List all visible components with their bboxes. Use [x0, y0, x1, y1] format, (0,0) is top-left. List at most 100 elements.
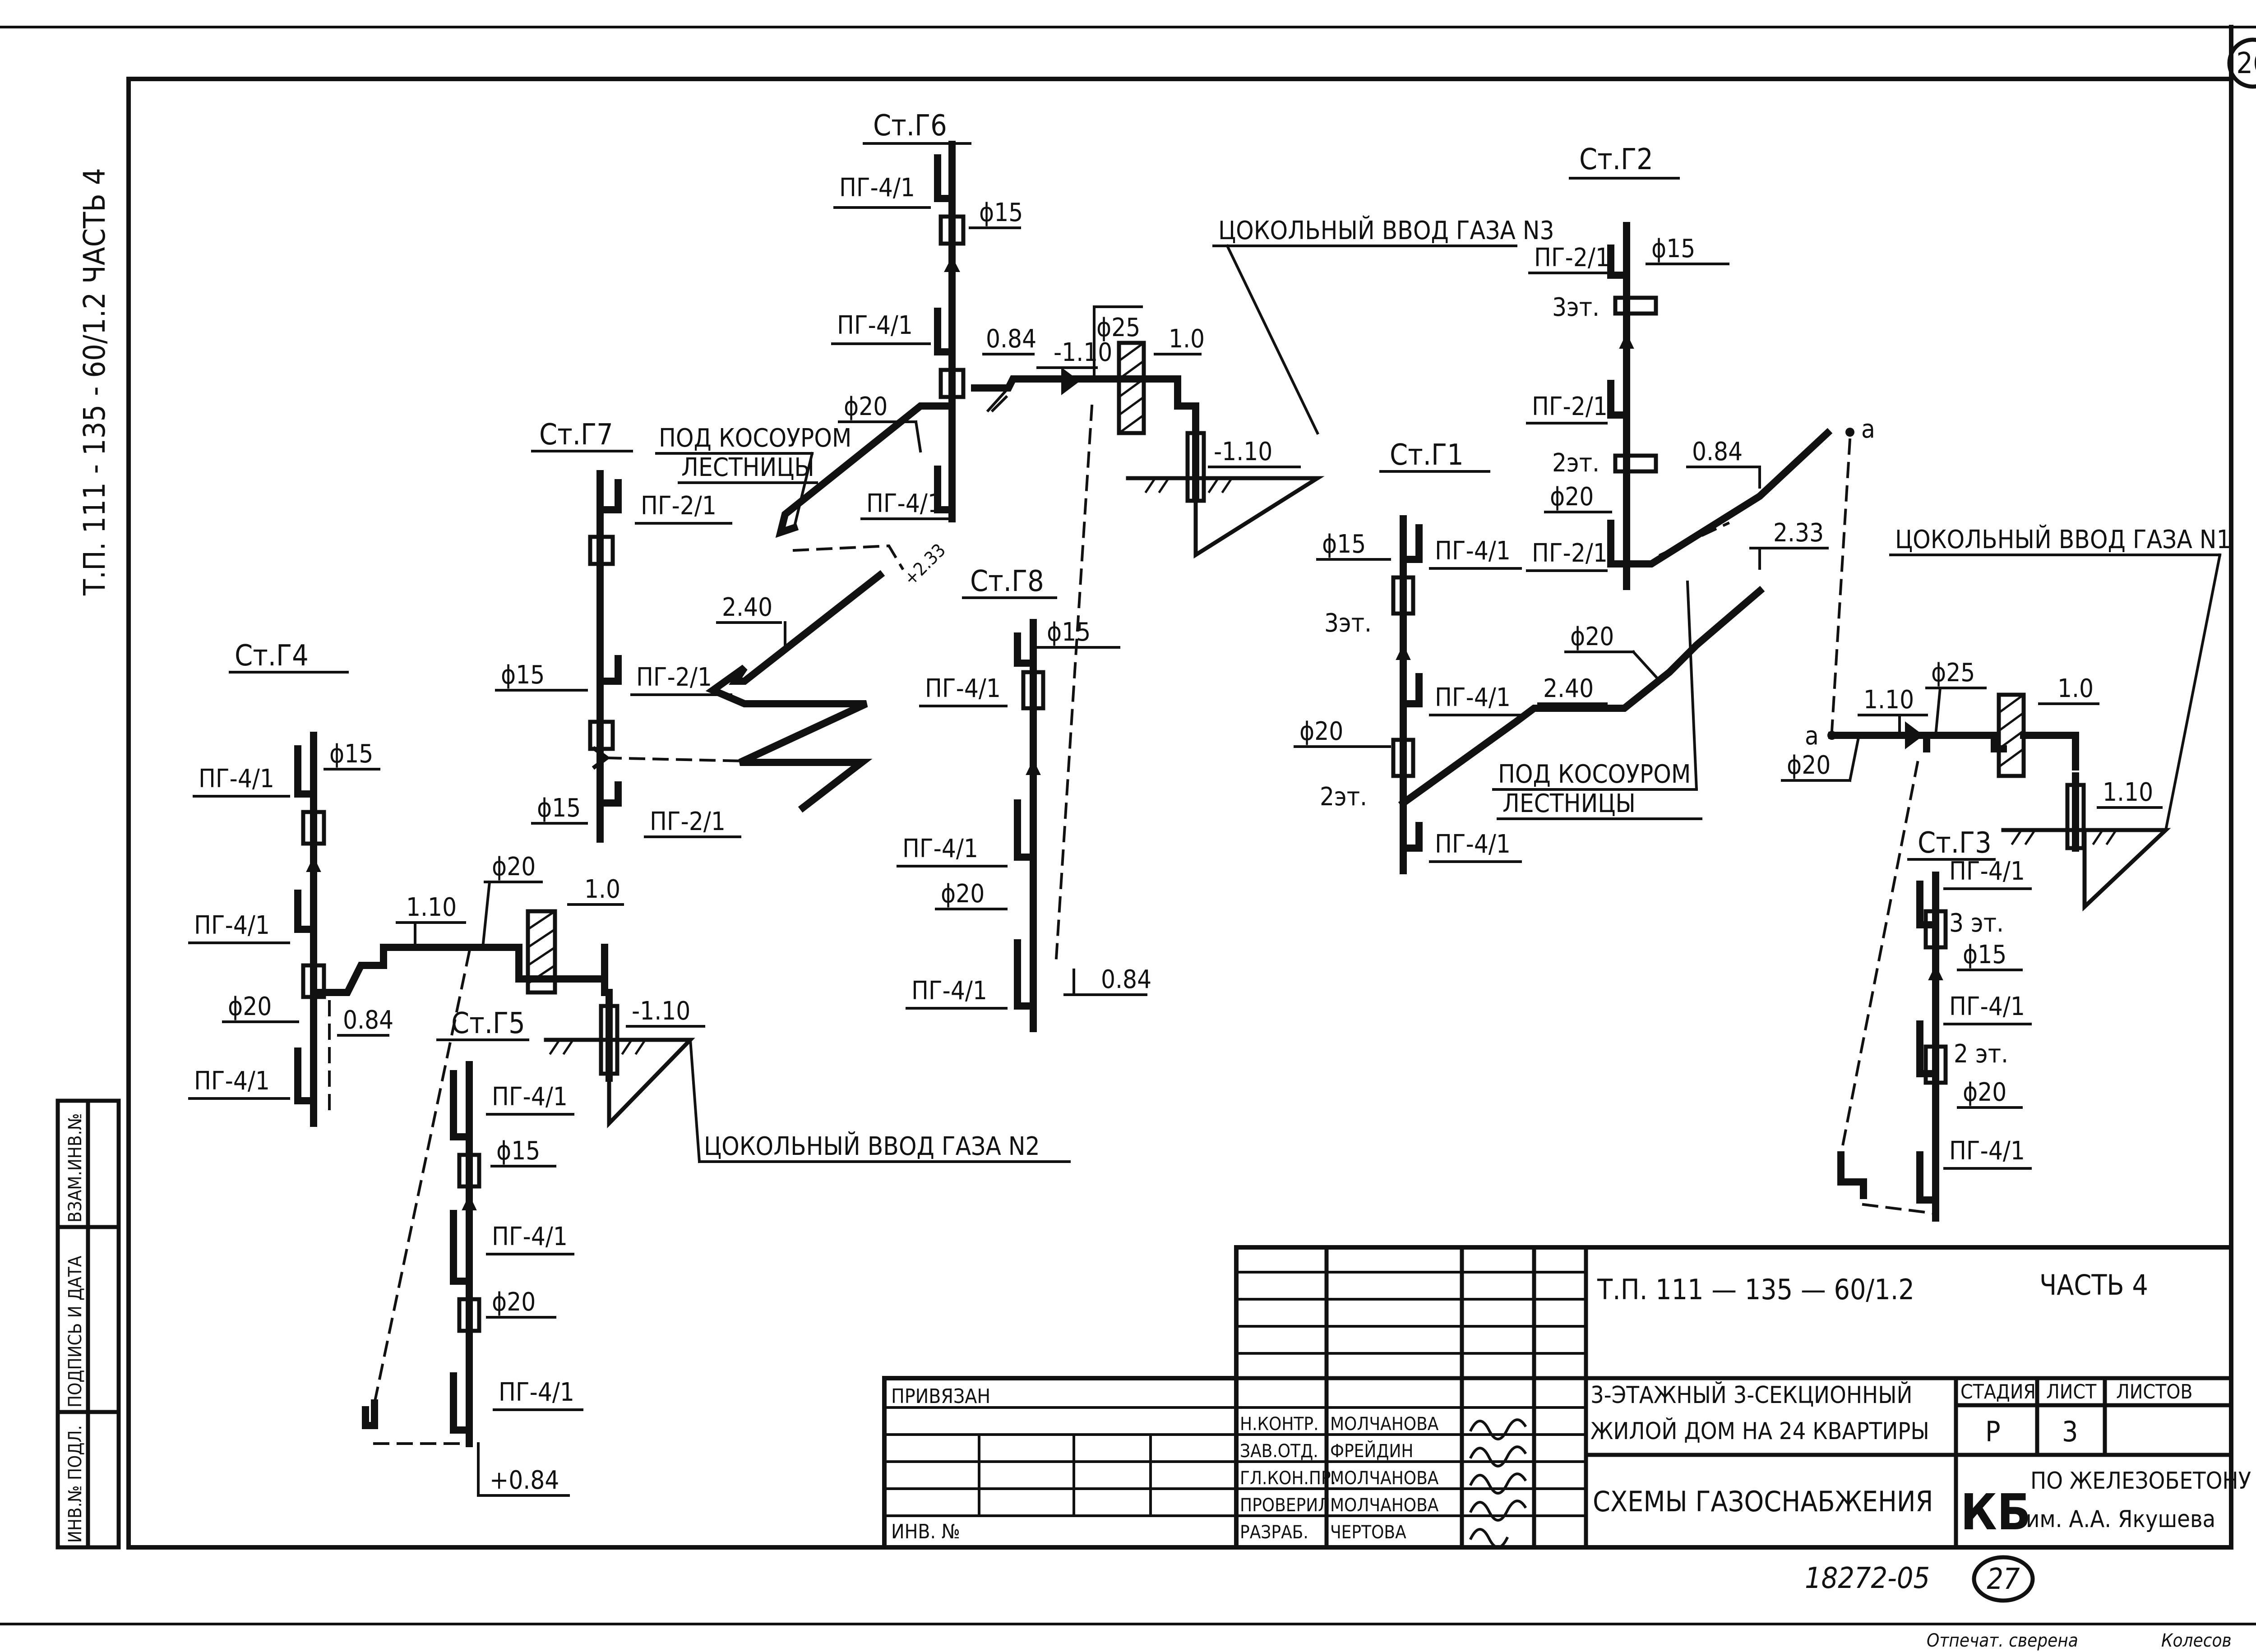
label-pg21: ПГ-2/1 [1532, 539, 1608, 568]
stamp-signature-date: ПОДПИСЬ И ДАТА [65, 1255, 86, 1407]
name-glkonpr: МОЛЧАНОВА [1330, 1468, 1439, 1489]
riser-g3: Ст.Г3 ПГ-4/1 3 эт. ϕ15 ПГ-4/1 2 эт. ϕ20 … [1837, 826, 2032, 1222]
label-floor3: 3эт. [1324, 609, 1372, 638]
riser-label-g5: Ст.Г5 [451, 1007, 525, 1040]
label-level-m110: -1.10 [1054, 338, 1112, 367]
riser-g1: Ст.Г1 ϕ15 ПГ-4/1 3эт. ПГ-4/1 ϕ20 2эт. ПГ… [1294, 438, 1765, 874]
sheet-value: 3 [2062, 1415, 2078, 1448]
label-d20: ϕ20 [1570, 622, 1614, 651]
riser-label-g6: Ст.Г6 [873, 109, 947, 143]
label-level-10: 1.0 [1169, 324, 1205, 354]
stage-value: Р [1985, 1415, 2001, 1448]
riser-label-g3: Ст.Г3 [1918, 826, 1992, 860]
label-d15: ϕ15 [1651, 234, 1695, 263]
label-level-084: 0.84 [1692, 437, 1743, 466]
label-pg41: ПГ-4/1 [199, 764, 274, 794]
label-pg21: ПГ-2/1 [650, 807, 726, 836]
riser-label-g7: Ст.Г7 [539, 418, 613, 452]
label-floor3: 3 эт. [1949, 909, 2004, 938]
role-nkontr: Н.КОНТР. [1240, 1414, 1319, 1435]
label-d20: ϕ20 [228, 992, 272, 1021]
signature [1469, 1418, 1527, 1440]
under-stair-note-right: ПОД КОСОУРОМ ЛЕСТНИЦЫ [1492, 580, 1702, 820]
label-d20: ϕ20 [1550, 482, 1594, 512]
signature [1469, 1472, 1527, 1495]
label-pg41: ПГ-4/1 [837, 311, 913, 340]
label-pg21: ПГ-2/1 [1532, 392, 1608, 421]
label-pg41: ПГ-4/1 [194, 1066, 270, 1096]
label-floor2: 2 эт. [1954, 1039, 2008, 1069]
label-d20: ϕ20 [492, 852, 536, 881]
label-point-a: а [1805, 721, 1819, 751]
riser-label-g2: Ст.Г2 [1579, 143, 1653, 176]
note-gas-entry-n2: ЦОКОЛЬНЫЙ ВВОД ГАЗА N2 [704, 1131, 1040, 1161]
label-d15: ϕ15 [1963, 940, 2006, 969]
gas-entry-n1: а 1.10 ϕ25 ϕ20 1.0 1.10 ЦОКОЛЬНЫЙ ВВОД Г… [1781, 525, 2231, 1157]
label-d20: ϕ20 [1787, 751, 1831, 780]
handwritten-note: Отпечат. сверена [1927, 1630, 2078, 1651]
stage-header: СТАДИЯ [1960, 1380, 2036, 1403]
name-nkontr: МОЛЧАНОВА [1330, 1414, 1439, 1435]
riser-g4: Ст.Г4 ПГ-4/1 ϕ15 ПГ-4/1 ϕ20 ПГ-4/1 [188, 639, 380, 1127]
label-d25: ϕ25 [1931, 658, 1975, 688]
note-stair: ЛЕСТНИЦЫ [1502, 789, 1636, 818]
org-line2: им. А.А. Якушева [2026, 1506, 2215, 1533]
gas-entry-n3: ϕ25 -1.10 1.0 -1.10 ЦОКОЛЬНЫЙ ВВОД ГАЗА … [971, 216, 1554, 967]
label-level-p084: +0.84 [490, 1466, 559, 1495]
label-pg41: ПГ-4/1 [866, 489, 942, 518]
label-d15: ϕ15 [979, 198, 1023, 227]
label-d20: ϕ20 [1963, 1078, 2006, 1107]
signature [1469, 1500, 1527, 1522]
role-proveril: ПРОВЕРИЛ [1240, 1495, 1330, 1516]
label-level-m110: -1.10 [1214, 437, 1272, 466]
gas-entry-n2: 1.10 ϕ20 1.0 -1.10 0.84 ЦОКОЛЬНЫЙ ВВОД Г… [317, 852, 1071, 1405]
label-pg21: ПГ-2/1 [636, 663, 712, 692]
role-razrab: РАЗРАБ. [1240, 1522, 1308, 1543]
signature [1469, 1445, 1527, 1467]
label-pg41: ПГ-4/1 [499, 1378, 574, 1407]
label-pg41: ПГ-4/1 [492, 1082, 568, 1112]
side-code-label: Т.П. 111 - 135 - 60/1.2 ЧАСТЬ 4 [77, 168, 112, 596]
riser-label-g8: Ст.Г8 [970, 565, 1044, 598]
doc-number: 18272-05 [1805, 1562, 1930, 1595]
label-pg41: ПГ-4/1 [839, 173, 915, 203]
note-under-stair: ПОД КОСОУРОМ [1498, 760, 1691, 789]
label-floor2: 2эт. [1320, 782, 1367, 812]
stamp-replaced-inv: ВЗАМ.ИНВ.№ [65, 1113, 86, 1223]
label-level-10: 1.0 [2057, 674, 2094, 703]
name-zavotd: ФРЕЙДИН [1330, 1440, 1413, 1462]
label-d15: ϕ15 [1047, 618, 1091, 647]
under-stair-note-left: ПОД КОСОУРОМ ЛЕСТНИЦЫ [655, 424, 851, 530]
note-stair: ЛЕСТНИЦЫ [681, 453, 814, 482]
left-stamp: ИНВ.№ ПОДЛ. ПОДПИСЬ И ДАТА ВЗАМ.ИНВ.№ [55, 1098, 121, 1550]
org-logo: КБ [1960, 1483, 2031, 1541]
label-level-240: 2.40 [722, 593, 772, 622]
label-floor2: 2эт. [1552, 448, 1600, 478]
page-stamp-circle [1972, 1555, 2035, 1603]
label-pg41: ПГ-4/1 [911, 976, 987, 1006]
note-under-stair: ПОД КОСОУРОМ [659, 424, 851, 453]
label-pg41: ПГ-4/1 [902, 834, 978, 863]
label-pg41: ПГ-4/1 [1949, 857, 2025, 886]
note-gas-entry-n3: ЦОКОЛЬНЫЙ ВВОД ГАЗА N3 [1218, 216, 1554, 245]
role-zavotd: ЗАВ.ОТД. [1240, 1441, 1318, 1462]
label-d15: ϕ15 [329, 739, 373, 769]
label-level-084: 0.84 [343, 1006, 393, 1035]
title-block: Т.П. 111 — 135 — 60/1.2 ЧАСТЬ 4 3-ЭТАЖНЫ… [882, 1245, 2251, 1550]
label-pg41: ПГ-4/1 [194, 911, 270, 940]
project-line1: 3-ЭТАЖНЫЙ 3-СЕКЦИОННЫЙ [1590, 1381, 1912, 1409]
label-d20: ϕ20 [941, 879, 985, 909]
label-d20: ϕ20 [492, 1287, 536, 1317]
signature [1469, 1528, 1509, 1549]
title-code: Т.П. 111 — 135 — 60/1.2 [1597, 1273, 1914, 1306]
bound-label: ПРИВЯЗАН [891, 1385, 990, 1408]
riser-g6: Ст.Г6 ПГ-4/1 ϕ15 ПГ-4/1 ПГ-4/1 0.84 [831, 109, 1036, 522]
page-stamp: 27 [1987, 1563, 2020, 1596]
label-level-110: 1.10 [1863, 685, 1914, 715]
label-level-p233: +2.33 [900, 540, 950, 590]
name-proveril: МОЛЧАНОВА [1330, 1495, 1439, 1516]
riser-g7: Ст.Г7 ПГ-2/1 ϕ15 ПГ-2/1 ϕ15 ПГ-2/1 [495, 418, 805, 843]
label-d20: ϕ20 [1299, 717, 1343, 746]
sheets-header: ЛИСТОВ [2116, 1380, 2193, 1403]
